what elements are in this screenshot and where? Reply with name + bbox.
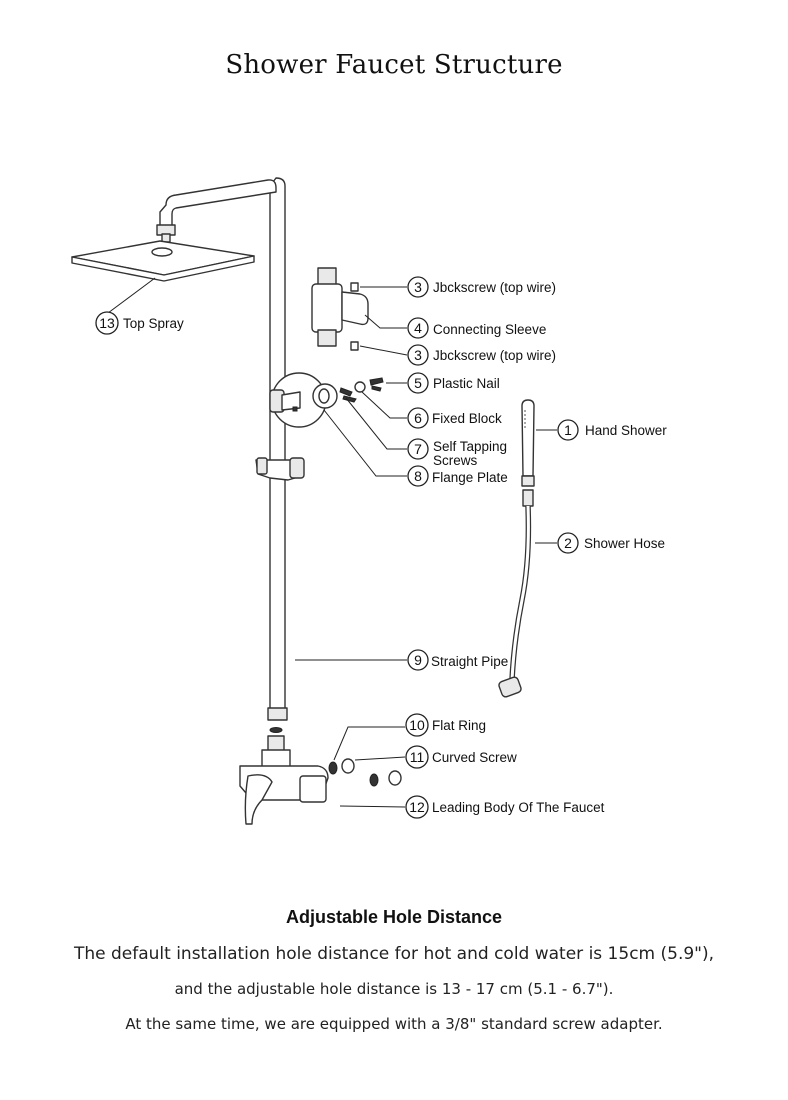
callout-number: 3 (414, 279, 422, 295)
callout-number: 1 (564, 422, 572, 438)
straight-pipe-drawing (159, 177, 288, 721)
callout-label-curved-screw: Curved Screw (432, 750, 517, 765)
callout-label-shower-hose: Shower Hose (584, 536, 665, 551)
callout-label-self-tapping: Self Tapping (433, 439, 507, 454)
slide-holder-drawing (255, 457, 305, 481)
top-spray-drawing (71, 224, 255, 282)
hand-shower-drawing (521, 399, 535, 487)
callout-number: 8 (414, 468, 422, 484)
footer-heading: Adjustable Hole Distance (285, 907, 503, 927)
callout-6: 6 Fixed Block (407, 407, 502, 429)
callout-label-jbckscrew-bottom: Jbckscrew (top wire) (433, 348, 556, 363)
callout-9: 9 Straight Pipe (407, 649, 508, 671)
callout-label-flat-ring: Flat Ring (432, 718, 486, 733)
callout-7: 7 Self Tapping Screws (407, 438, 507, 468)
footer-line-3: At the same time, we are equipped with a… (125, 1015, 663, 1033)
leader-lines (107, 277, 557, 808)
callout-10: 10 Flat Ring (405, 713, 486, 737)
callout-12: 12 Leading Body Of The Faucet (405, 795, 605, 819)
shower-faucet-diagram: 13 Top Spray 3 Jbckscrew (top wire) 4 Co… (71, 177, 667, 825)
callout-4: 4 Connecting Sleeve (407, 317, 546, 339)
callout-number: 13 (99, 315, 115, 331)
callout-8: 8 Flange Plate (407, 465, 508, 487)
callout-number: 5 (414, 375, 422, 391)
fixed-block-drawing (312, 377, 384, 409)
callout-label-fixed-block: Fixed Block (432, 411, 502, 426)
callout-label-plastic-nail: Plastic Nail (433, 376, 500, 391)
callout-label-flange-plate: Flange Plate (432, 470, 508, 485)
callout-3a: 3 Jbckscrew (top wire) (407, 276, 556, 298)
callout-3b: 3 Jbckscrew (top wire) (407, 344, 556, 366)
callout-number: 4 (414, 320, 422, 336)
callout-label-straight-pipe: Straight Pipe (431, 654, 508, 669)
callout-label-leading-body: Leading Body Of The Faucet (432, 800, 605, 815)
callout-2: 2 Shower Hose (557, 532, 665, 554)
callout-number: 10 (409, 717, 425, 733)
faucet-body-drawing (239, 727, 402, 825)
page-title: Shower Faucet Structure (225, 50, 563, 80)
callout-number: 6 (414, 410, 422, 426)
callout-label-screws: Screws (433, 453, 478, 468)
callout-1: 1 Hand Shower (557, 419, 667, 441)
shower-hose-drawing (498, 489, 534, 698)
callout-5: 5 Plastic Nail (407, 372, 500, 394)
callout-label-hand-shower: Hand Shower (585, 423, 667, 438)
callout-13: 13 Top Spray (95, 311, 184, 335)
callout-number: 7 (414, 441, 422, 457)
callout-number: 11 (410, 749, 425, 765)
callout-number: 2 (564, 535, 572, 551)
callout-11: 11 Curved Screw (405, 745, 517, 769)
callout-label-jbckscrew-top: Jbckscrew (top wire) (433, 280, 556, 295)
callout-number: 12 (409, 799, 425, 815)
callout-label-top-spray: Top Spray (123, 316, 184, 331)
callout-number: 3 (414, 347, 422, 363)
callout-label-connecting-sleeve: Connecting Sleeve (433, 322, 546, 337)
connecting-sleeve-drawing (311, 267, 369, 351)
callout-number: 9 (414, 652, 422, 668)
footer-line-1: The default installation hole distance f… (73, 944, 715, 964)
footer-line-2: and the adjustable hole distance is 13 -… (174, 980, 614, 998)
